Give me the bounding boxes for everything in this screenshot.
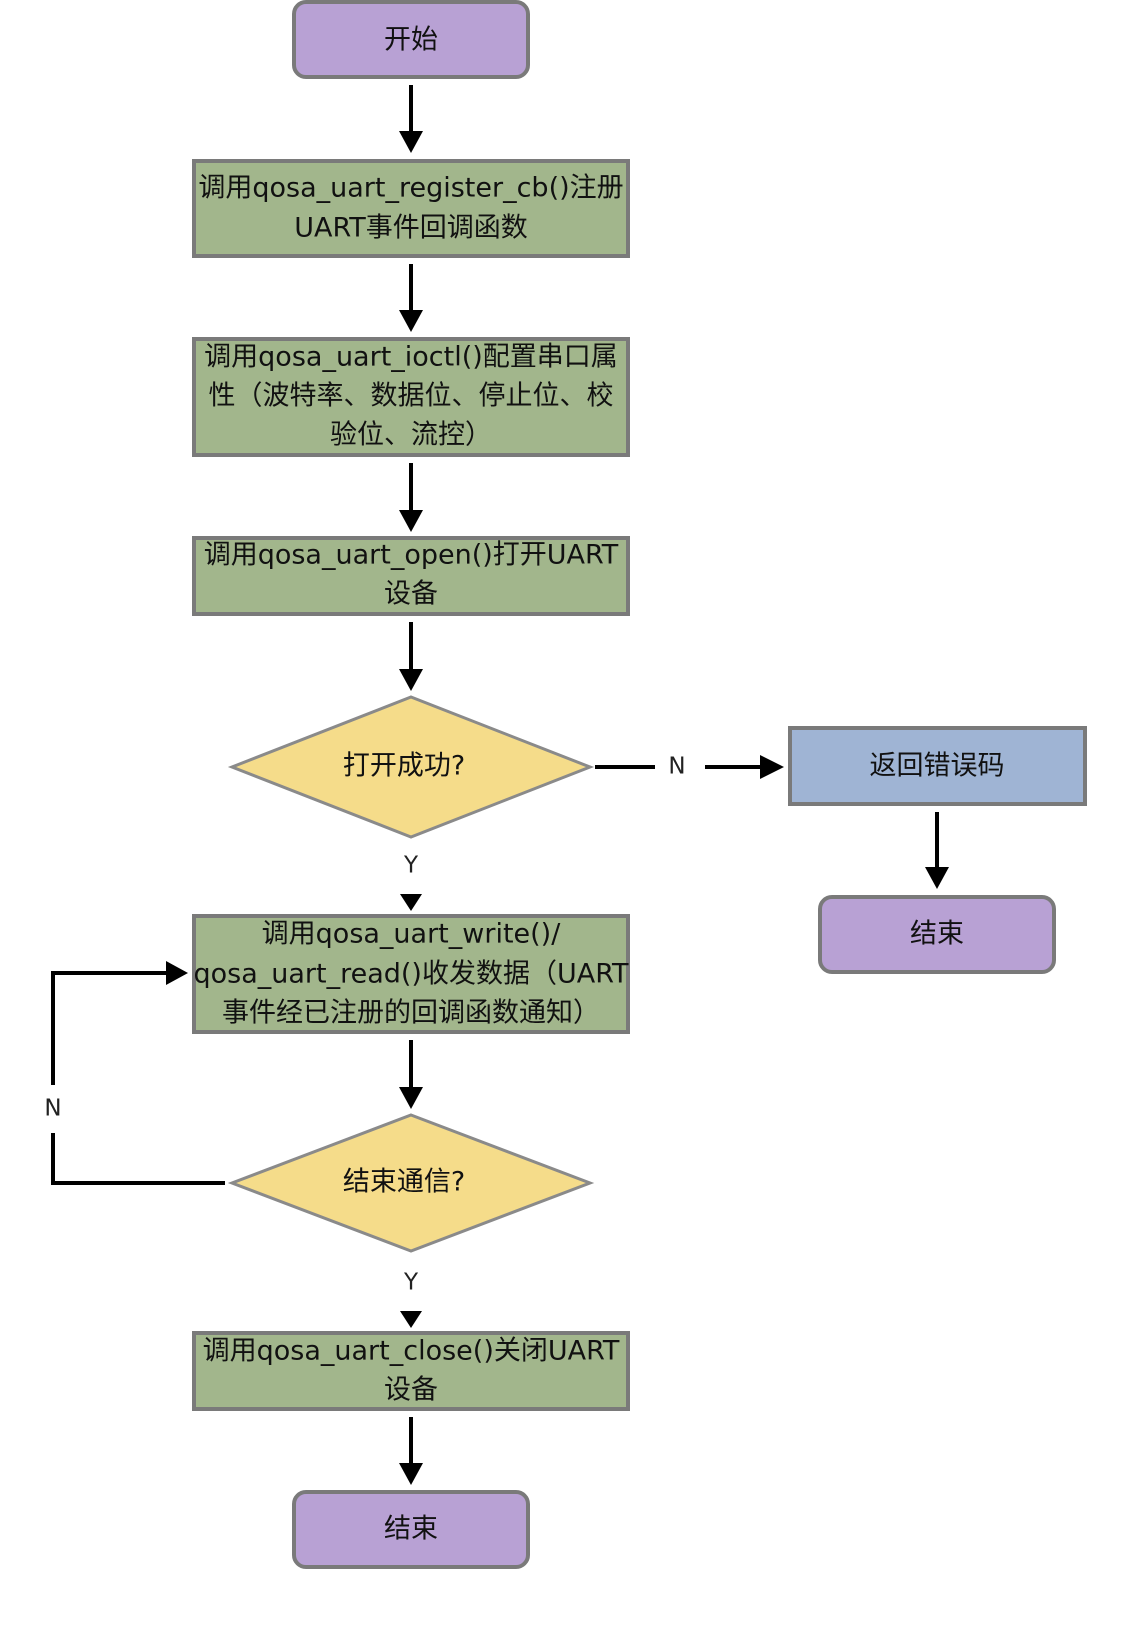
end-comm-label: 结束通信? bbox=[343, 1167, 465, 1198]
edge-labels: N Y N Y bbox=[44, 754, 685, 1296]
ioctl-node: 调用qosa_uart_ioctl()配置串口属 性（波特率、数据位、停止位、校… bbox=[192, 337, 630, 457]
ioctl-line-3: 验位、流控） bbox=[330, 420, 492, 451]
close-line-2: 设备 bbox=[384, 1375, 438, 1406]
read-write-shape bbox=[192, 914, 630, 1034]
end-error-shape bbox=[818, 895, 1056, 974]
close-node: 调用qosa_uart_close()关闭UART 设备 bbox=[192, 1331, 630, 1411]
arrowhead bbox=[400, 1311, 422, 1328]
return-error-label: 返回错误码 bbox=[870, 751, 1005, 782]
end-shape bbox=[292, 1490, 530, 1569]
open-node: 调用qosa_uart_open()打开UART 设备 bbox=[192, 536, 630, 616]
arrowhead bbox=[399, 510, 423, 532]
register-callback-node: 调用qosa_uart_register_cb()注册 UART事件回调函数 bbox=[192, 159, 630, 258]
read-write-line-2: qosa_uart_read()收发数据（UART bbox=[193, 959, 629, 990]
arrowhead bbox=[399, 1087, 423, 1109]
edge-end-comm-no-lower bbox=[51, 1133, 225, 1185]
end-label: 结束 bbox=[384, 1514, 438, 1545]
edge-label-open-ok-no: N bbox=[668, 754, 685, 780]
open-success-shape bbox=[227, 695, 595, 839]
end-comm-decision: 结束通信? bbox=[227, 1113, 595, 1253]
open-line-1: 调用qosa_uart_open()打开UART bbox=[204, 540, 619, 571]
edge-label-end-comm-no: N bbox=[44, 1096, 61, 1122]
end-error-label: 结束 bbox=[910, 919, 964, 950]
arrowhead bbox=[166, 961, 188, 985]
close-line-1: 调用qosa_uart_close()关闭UART bbox=[203, 1336, 620, 1367]
return-error-shape bbox=[788, 726, 1087, 806]
arrowhead bbox=[399, 669, 423, 691]
read-write-line-1: 调用qosa_uart_write()/ bbox=[262, 919, 562, 950]
arrowhead bbox=[925, 867, 949, 889]
read-write-line-3: 事件经已注册的回调函数通知） bbox=[222, 998, 600, 1029]
register-callback-shape bbox=[192, 159, 630, 258]
start-label: 开始 bbox=[384, 25, 438, 56]
arrowhead bbox=[760, 755, 784, 779]
edge-label-open-ok-yes: Y bbox=[403, 853, 419, 879]
ioctl-line-2: 性（波特率、数据位、停止位、校 bbox=[209, 381, 614, 412]
end-comm-shape bbox=[227, 1113, 595, 1253]
arrowhead bbox=[399, 1463, 423, 1485]
arrowhead bbox=[400, 894, 422, 911]
end-node: 结束 bbox=[292, 1490, 530, 1569]
open-shape bbox=[192, 536, 630, 616]
edge-label-end-comm-yes: Y bbox=[403, 1270, 419, 1296]
arrowhead bbox=[399, 131, 423, 153]
end-error-node: 结束 bbox=[818, 895, 1056, 974]
edges bbox=[51, 85, 949, 1485]
ioctl-line-1: 调用qosa_uart_ioctl()配置串口属 bbox=[204, 342, 618, 373]
start-node: 开始 bbox=[292, 0, 530, 79]
return-error-node: 返回错误码 bbox=[788, 726, 1087, 806]
read-write-node: 调用qosa_uart_write()/ qosa_uart_read()收发数… bbox=[192, 914, 630, 1034]
register-callback-line-2: UART事件回调函数 bbox=[294, 213, 528, 244]
close-shape bbox=[192, 1331, 630, 1411]
start-shape bbox=[292, 0, 530, 79]
open-success-decision: 打开成功? bbox=[227, 695, 595, 839]
arrowhead bbox=[399, 310, 423, 332]
register-callback-line-1: 调用qosa_uart_register_cb()注册 bbox=[198, 173, 623, 204]
open-line-2: 设备 bbox=[384, 579, 438, 610]
ioctl-shape bbox=[192, 337, 630, 457]
open-success-label: 打开成功? bbox=[343, 751, 465, 782]
edge-end-comm-no-upper bbox=[51, 971, 168, 1085]
